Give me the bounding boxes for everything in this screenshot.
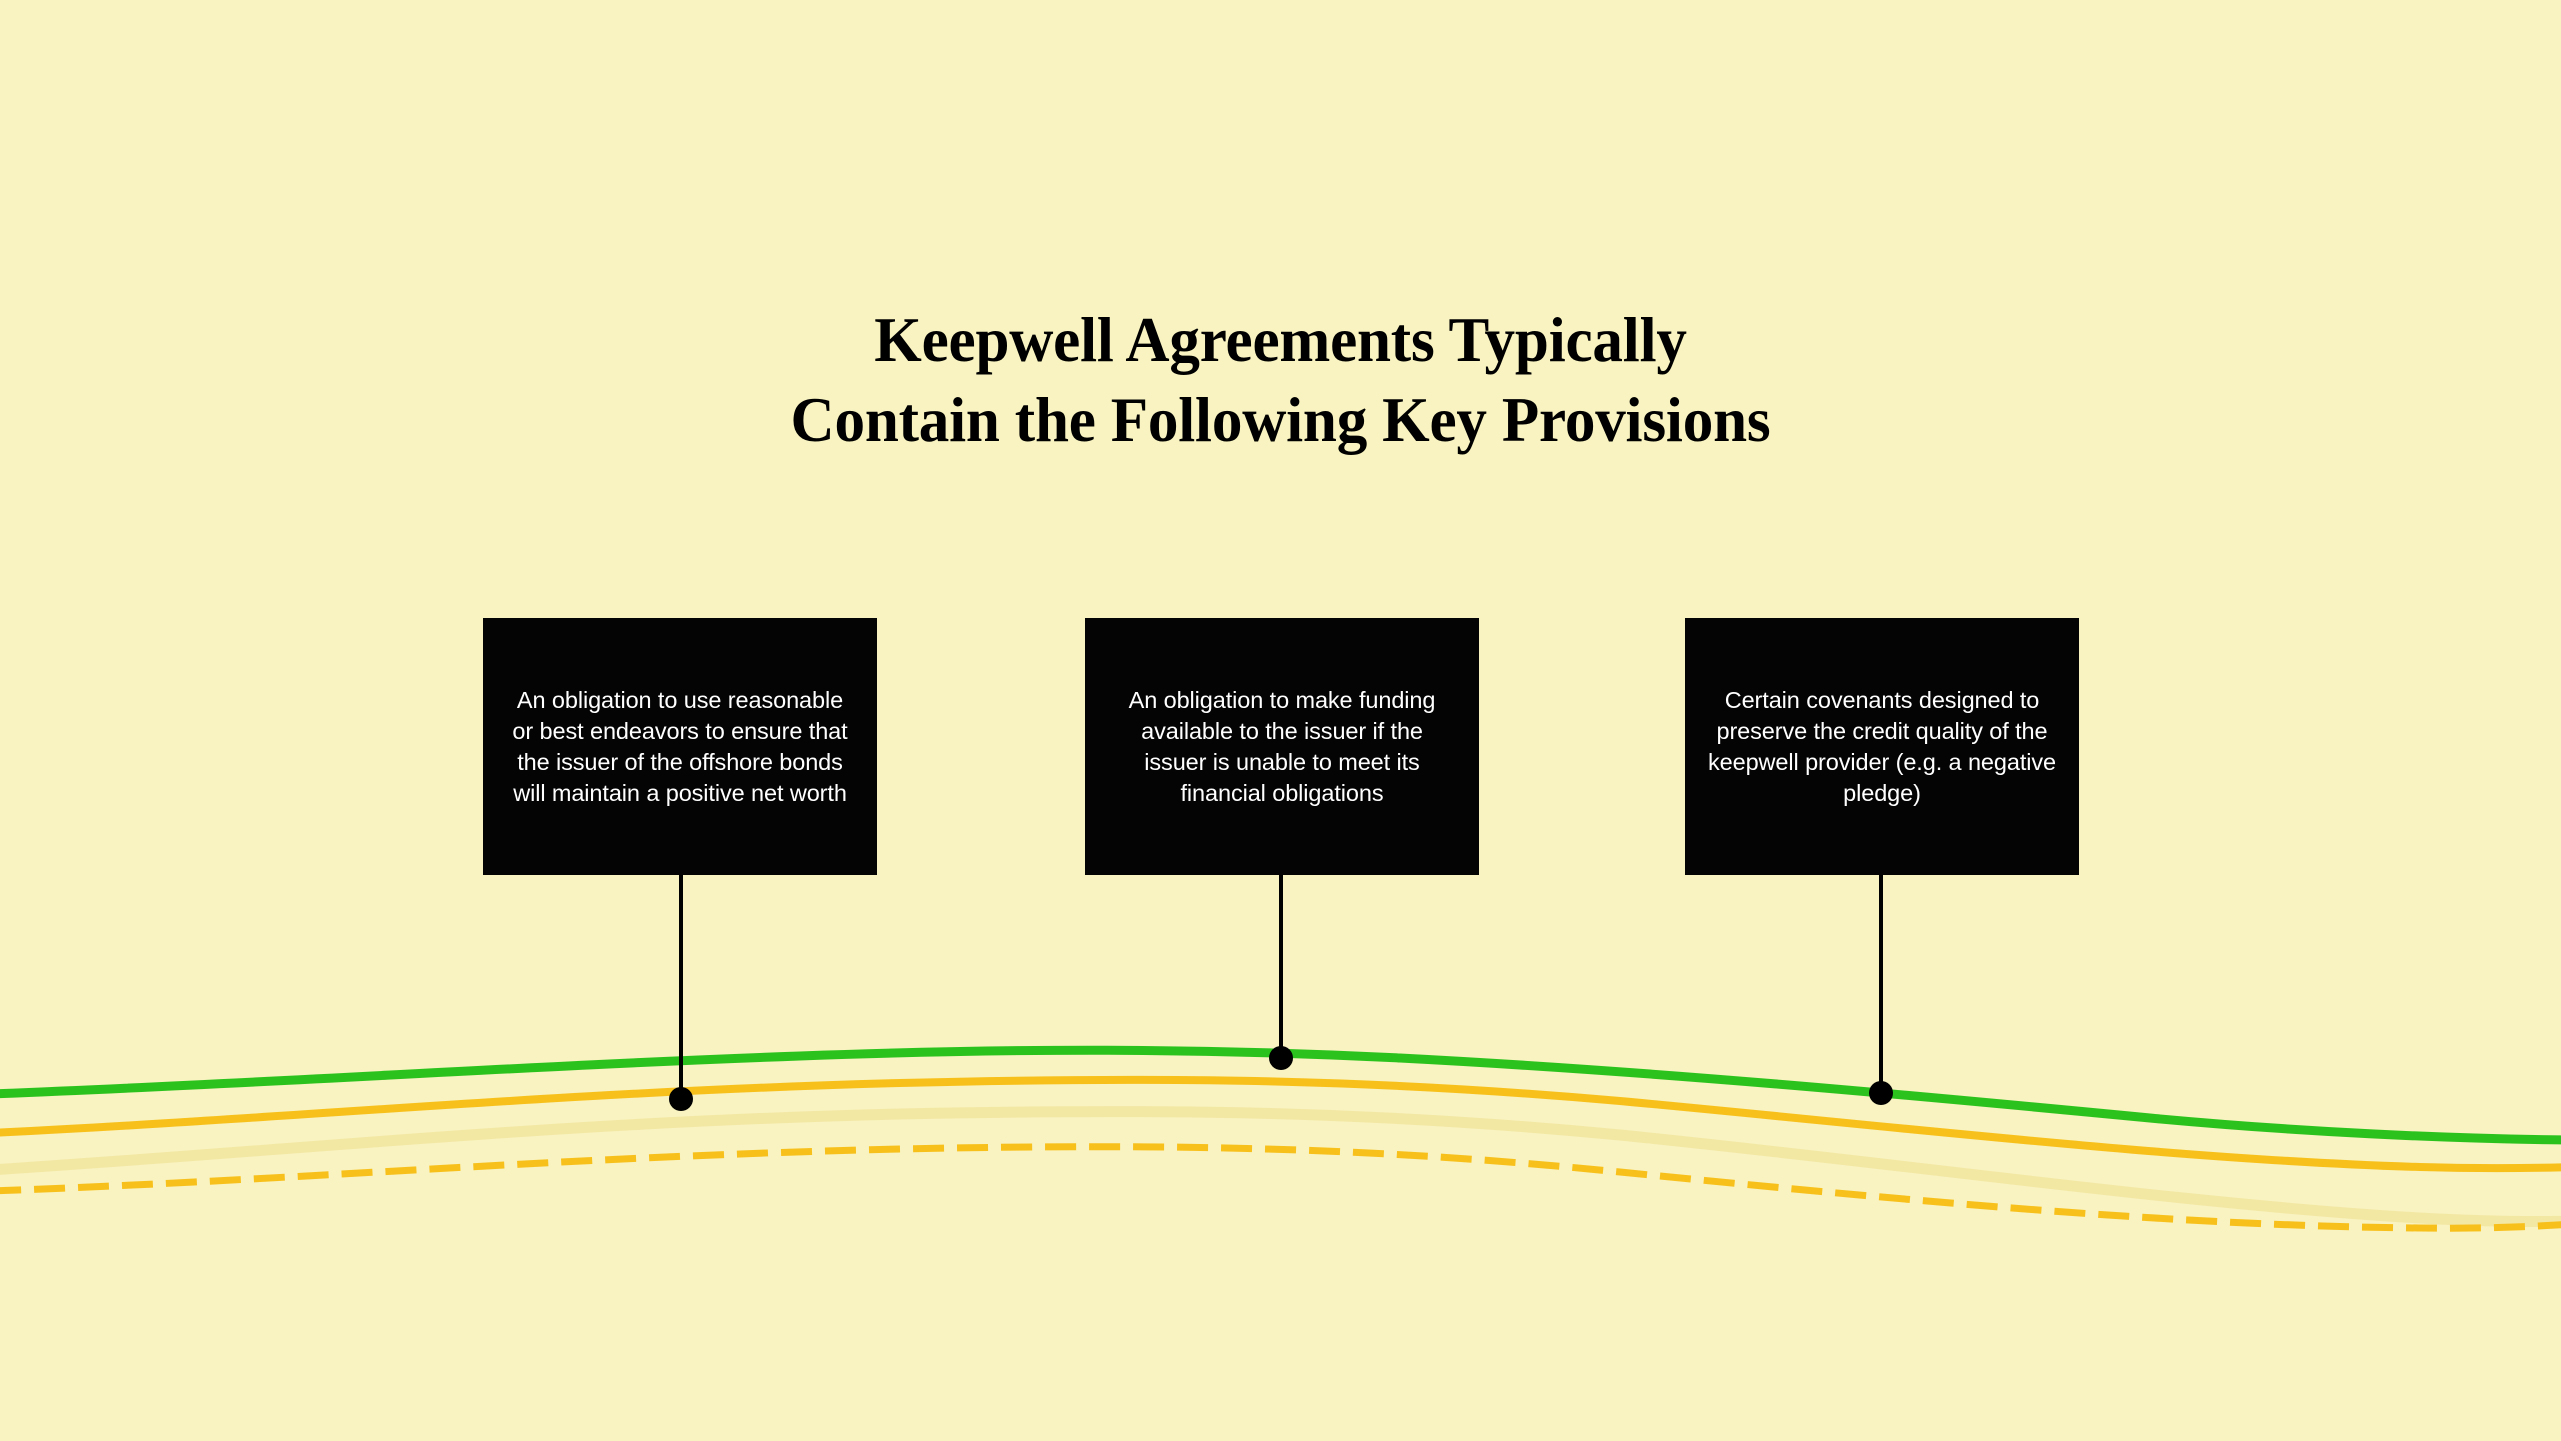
provision-card-2[interactable]: An obligation to make funding available … [1085, 618, 1479, 875]
pale-cream-wave-icon [0, 1106, 2561, 1228]
provision-card-1[interactable]: An obligation to use reasonable or best … [483, 618, 877, 875]
gold-wave-icon [0, 1075, 2561, 1173]
connector-line-3 [1879, 875, 1883, 1095]
provision-card-2-text: An obligation to make funding available … [1128, 686, 1436, 806]
connector-dot-3 [1869, 1081, 1893, 1105]
provision-card-3-text: Certain covenants designed to preserve t… [1708, 686, 2056, 806]
connector-line-2 [1279, 875, 1283, 1058]
connector-dot-2 [1269, 1046, 1293, 1070]
connector-dot-1 [669, 1087, 693, 1111]
provision-card-1-text: An obligation to use reasonable or best … [512, 686, 848, 806]
connector-line-1 [679, 875, 683, 1101]
green-wave-icon [0, 1045, 2561, 1145]
provision-card-3[interactable]: Certain covenants designed to preserve t… [1685, 618, 2079, 875]
gold-dashed-wave-icon [0, 1143, 2561, 1232]
